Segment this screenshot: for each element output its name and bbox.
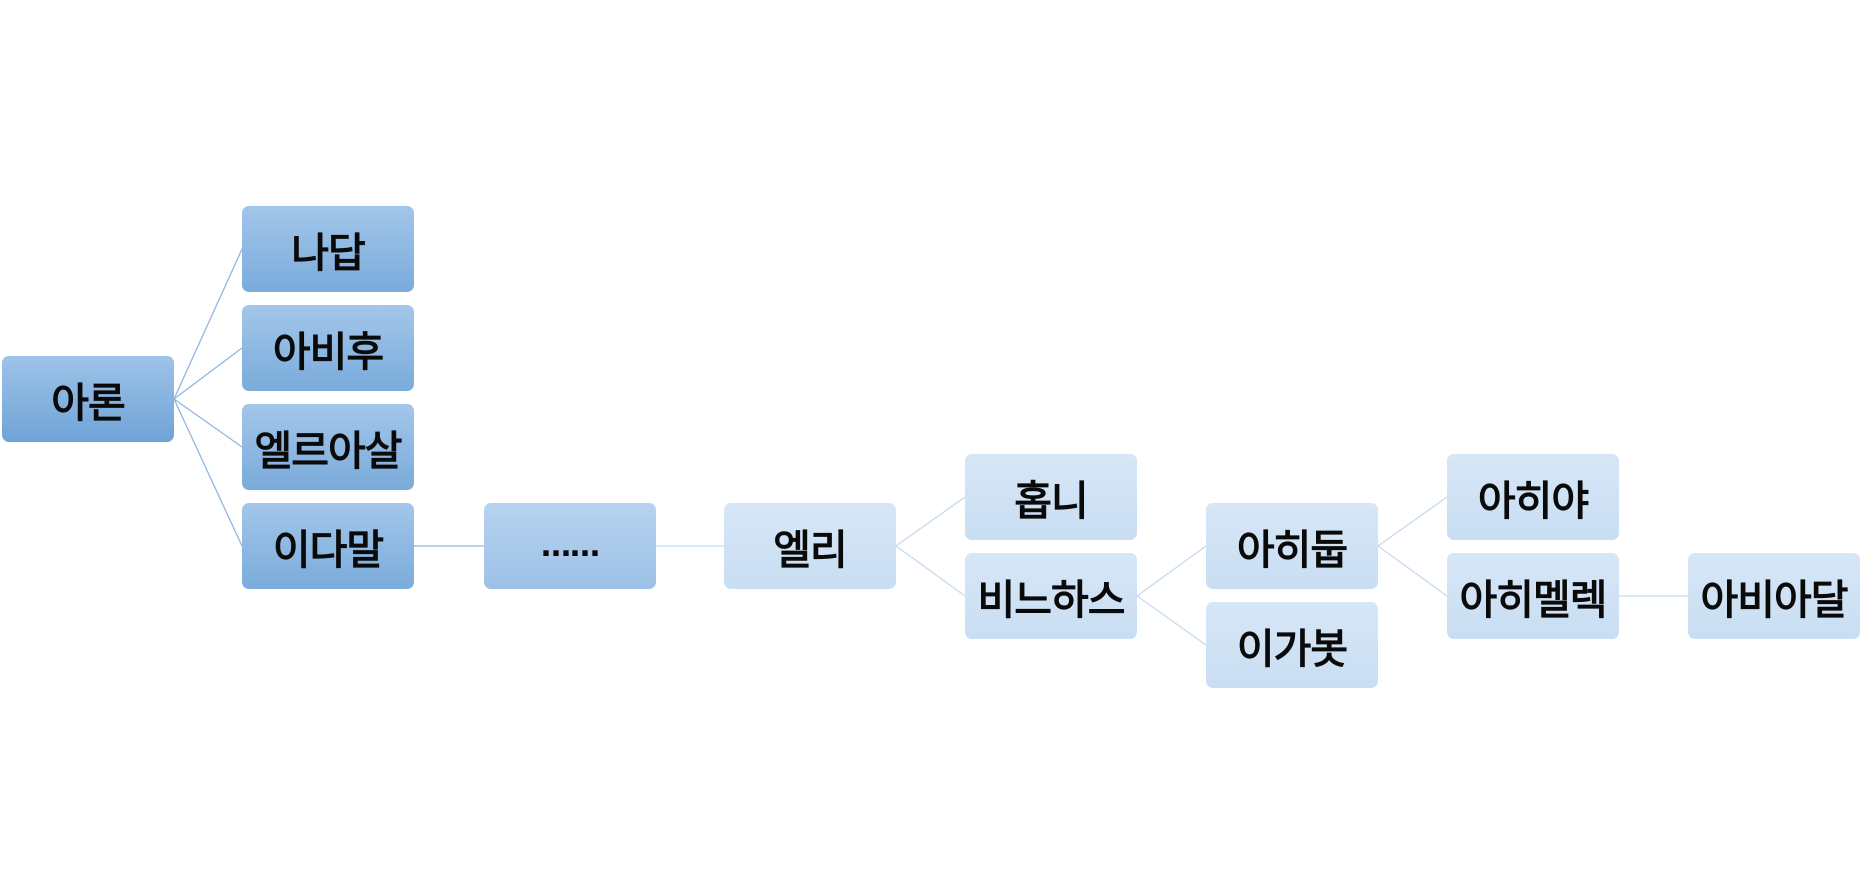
connector-aron-eleazar bbox=[173, 398, 243, 448]
node-hophni: 홉니 bbox=[965, 454, 1137, 540]
node-ahimelech: 아히멜렉 bbox=[1447, 553, 1619, 639]
connector-eli-hophni bbox=[895, 496, 966, 547]
node-abiathar: 아비아달 bbox=[1688, 553, 1860, 639]
node-ithamar: 이다말 bbox=[242, 503, 414, 589]
node-nadab: 나답 bbox=[242, 206, 414, 292]
connector-ahitub-ahijah bbox=[1377, 496, 1448, 547]
connector-phinehas-ahitub bbox=[1136, 545, 1207, 597]
connector-eli-phinehas bbox=[895, 545, 966, 597]
connector-phinehas-ichabod bbox=[1136, 595, 1207, 646]
node-ellipsis: …… bbox=[484, 503, 656, 589]
node-ahitub: 아히둡 bbox=[1206, 503, 1378, 589]
node-abihu: 아비후 bbox=[242, 305, 414, 391]
connector-aron-nadab bbox=[173, 248, 243, 400]
node-eleazar: 엘르아살 bbox=[242, 404, 414, 490]
node-phinehas: 비느하스 bbox=[965, 553, 1137, 639]
node-ichabod: 이가봇 bbox=[1206, 602, 1378, 688]
node-ahijah: 아히야 bbox=[1447, 454, 1619, 540]
connector-ahitub-ahimelech bbox=[1377, 545, 1448, 597]
connector-aron-abihu bbox=[173, 347, 243, 400]
connector-aron-ithamar bbox=[173, 398, 243, 547]
node-aron: 아론 bbox=[2, 356, 174, 442]
node-eli: 엘리 bbox=[724, 503, 896, 589]
